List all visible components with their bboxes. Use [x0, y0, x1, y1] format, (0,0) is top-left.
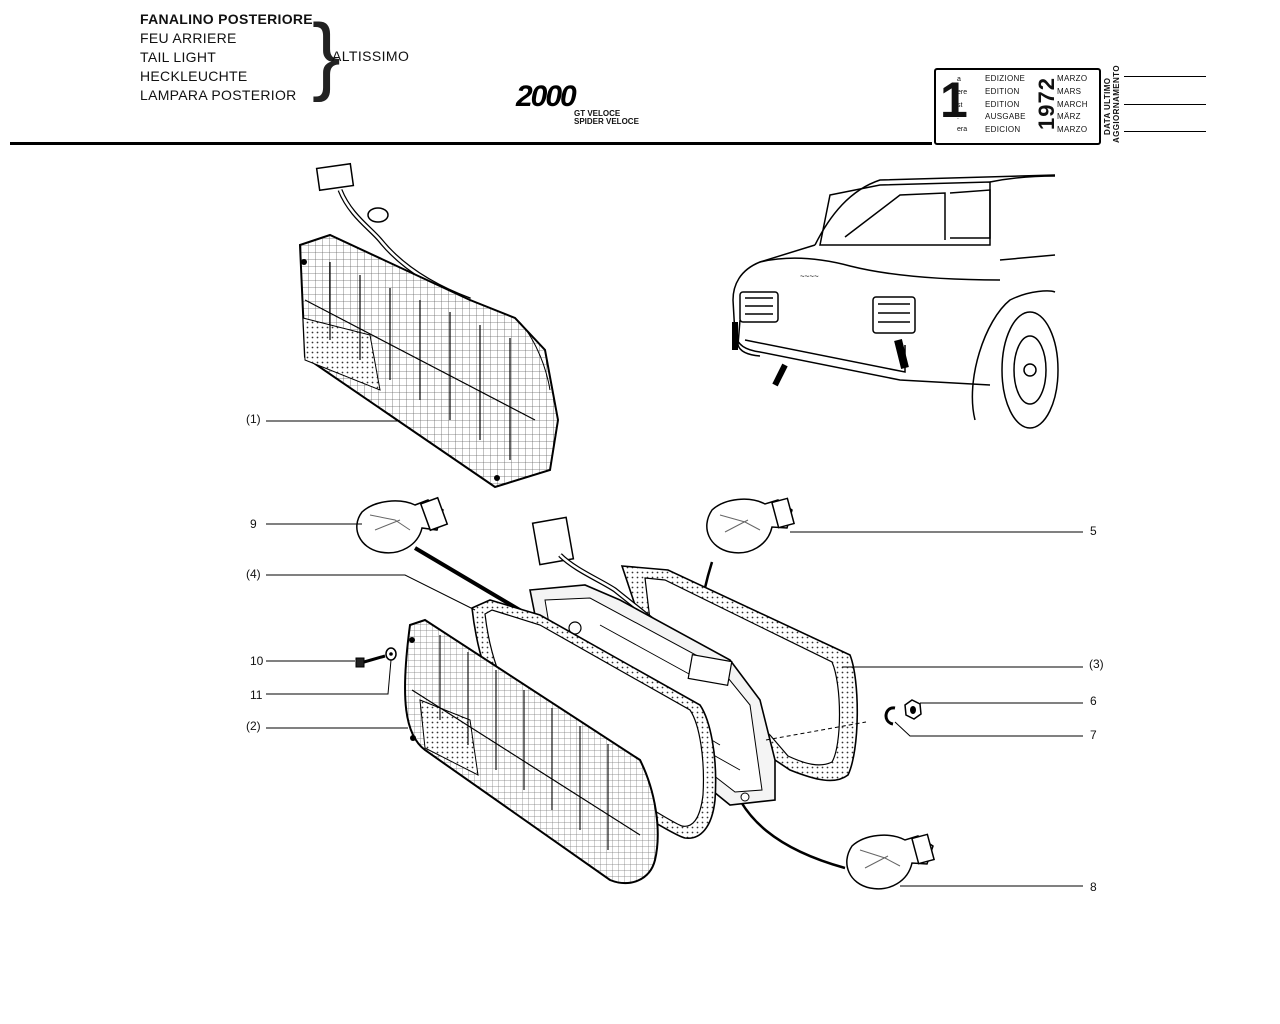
update-line — [1124, 131, 1206, 132]
callout-9: 9 — [250, 517, 257, 531]
callout-6: 6 — [1090, 694, 1097, 708]
callout-8: 8 — [1090, 880, 1097, 894]
leader-lines — [266, 420, 1083, 887]
edition-sup: st — [957, 102, 963, 109]
edition-month: MARS — [1057, 87, 1082, 96]
car-illustration: ~~~~ — [732, 174, 1059, 429]
edition-month: MÄRZ — [1057, 112, 1081, 121]
update-line — [1124, 104, 1206, 105]
callout-2: (2) — [246, 719, 261, 733]
washer-11 — [385, 647, 397, 661]
edition-sup: ere — [957, 89, 968, 96]
nut-6 — [904, 699, 922, 720]
logo-subtitle-2: SPIDER VELOCE — [574, 117, 639, 126]
edition-word: EDIZIONE — [985, 74, 1026, 83]
bulb-8 — [726, 769, 936, 890]
svg-text:~~~~: ~~~~ — [800, 272, 819, 281]
logo-text: 2000 — [516, 80, 577, 113]
callout-7: 7 — [1090, 728, 1097, 742]
edition-month: MARZO — [1057, 125, 1088, 134]
edition-number: 1 — [940, 72, 968, 128]
callout-11: 11 — [250, 688, 263, 702]
edition-box — [934, 68, 1101, 145]
edition-word: AUSGABE — [985, 112, 1026, 121]
edition-sup: . — [957, 114, 959, 121]
brace-icon: } — [312, 7, 341, 103]
lens-2 — [404, 618, 659, 885]
edition-word: EDICION — [985, 125, 1021, 134]
title-french: FEU ARRIERE — [140, 30, 237, 46]
edition-sup: a — [957, 76, 961, 83]
update-line — [1124, 76, 1206, 77]
edition-month: MARCH — [1057, 100, 1088, 109]
title-english: TAIL LIGHT — [140, 49, 217, 65]
screw-10 — [355, 654, 386, 668]
header-divider — [10, 142, 932, 145]
callout-1: (1) — [246, 412, 261, 426]
title-spanish: LAMPARA POSTERIOR — [140, 87, 297, 103]
edition-sup: era — [957, 126, 968, 133]
model-name: ALTISSIMO — [332, 48, 410, 64]
bulb-9 — [356, 496, 547, 627]
callout-3: (3) — [1089, 657, 1104, 671]
title-german: HECKLEUCHTE — [140, 68, 248, 84]
edition-word: EDITION — [985, 87, 1020, 96]
tail-light-assembly — [298, 162, 560, 489]
lock-washer-7 — [884, 706, 896, 726]
edition-word: EDITION — [985, 100, 1020, 109]
callout-5: 5 — [1090, 524, 1097, 538]
callout-4: (4) — [246, 567, 261, 581]
title-italian: FANALINO POSTERIORE — [140, 11, 313, 27]
logo-subtitle-1: GT VELOCE — [574, 109, 621, 118]
edition-month: MARZO — [1057, 74, 1088, 83]
callout-10: 10 — [250, 654, 264, 668]
